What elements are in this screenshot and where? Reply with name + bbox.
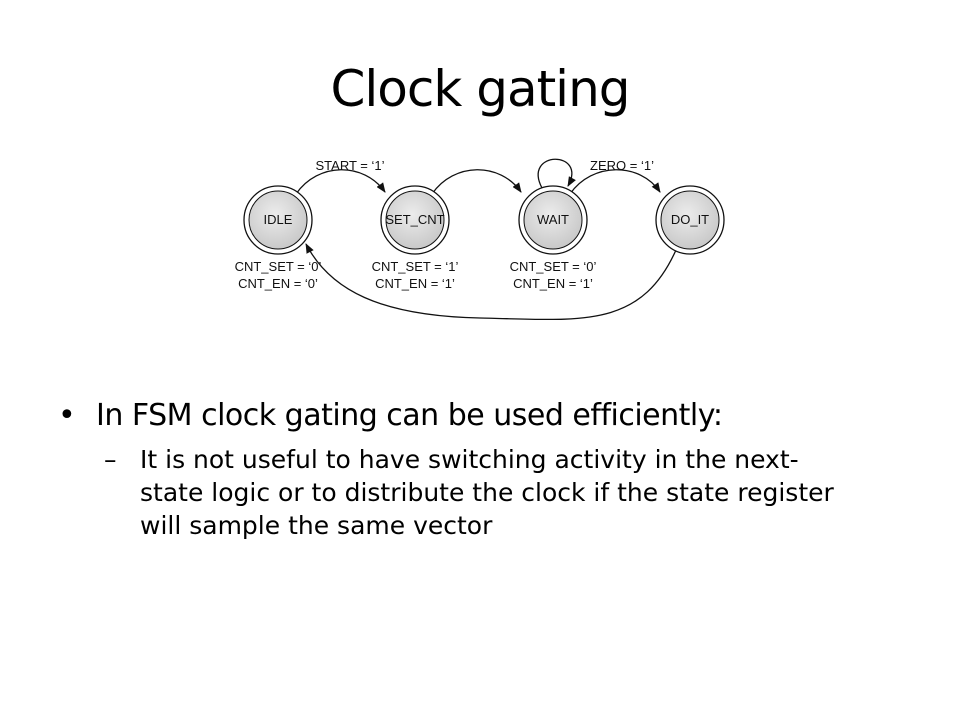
transition-label-zero: ZERO = ‘1’ xyxy=(590,158,654,173)
output-set-cnt-cnt-set: CNT_SET = ‘1’ xyxy=(372,259,459,274)
state-label-idle: IDLE xyxy=(264,212,293,227)
state-label-set-cnt: SET_CNT xyxy=(385,212,444,227)
bullet-dot: • xyxy=(58,398,76,433)
transition-set-cnt-to-wait xyxy=(431,169,522,195)
bullet-sub-text: It is not useful to have switching activ… xyxy=(140,445,834,540)
state-set-cnt: SET_CNT xyxy=(380,185,450,255)
output-set-cnt-cnt-en: CNT_EN = ‘1’ xyxy=(375,276,455,291)
bullet-list: • In FSM clock gating can be used effici… xyxy=(58,395,918,542)
slide-title: Clock gating xyxy=(330,60,630,118)
state-label-wait: WAIT xyxy=(537,212,569,227)
output-wait-cnt-set: CNT_SET = ‘0’ xyxy=(510,259,597,274)
state-label-do-it: DO_IT xyxy=(671,212,709,227)
transition-do-it-to-idle xyxy=(305,243,677,321)
transition-wait-self-loop xyxy=(537,158,576,189)
state-idle: IDLE xyxy=(243,185,313,255)
bullet-main-text: In FSM clock gating can be used efficien… xyxy=(96,398,723,433)
output-wait-cnt-en: CNT_EN = ‘1’ xyxy=(513,276,593,291)
bullet-sub: – It is not useful to have switching act… xyxy=(104,443,860,542)
transition-label-start: START = ‘1’ xyxy=(316,158,385,173)
bullet-dash: – xyxy=(104,445,117,474)
output-idle-cnt-set: CNT_SET = ‘0’ xyxy=(235,259,322,274)
transition-wait-to-do-it xyxy=(569,169,661,195)
bullet-main: • In FSM clock gating can be used effici… xyxy=(58,395,918,437)
state-do-it: DO_IT xyxy=(655,185,725,255)
transition-idle-to-set-cnt xyxy=(295,169,386,195)
output-idle-cnt-en: CNT_EN = ‘0’ xyxy=(238,276,318,291)
state-wait: WAIT xyxy=(518,185,588,255)
